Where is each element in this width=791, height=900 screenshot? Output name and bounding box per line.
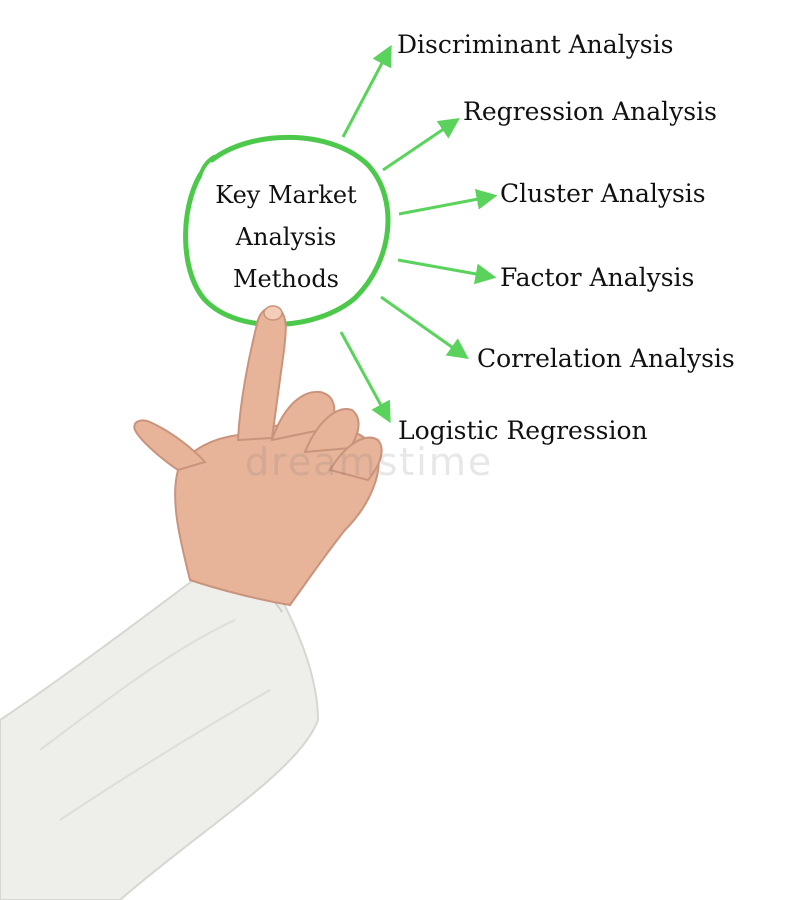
center-topic-line-2: Analysis bbox=[235, 223, 337, 251]
sleeve-icon bbox=[0, 571, 320, 900]
branch-label-correlation-analysis: Correlation Analysis bbox=[477, 344, 735, 373]
center-circle bbox=[183, 134, 391, 327]
arrow-cluster-analysis bbox=[398, 188, 498, 216]
pointing-hand-icon bbox=[133, 305, 383, 607]
center-topic-line-1: Key Market bbox=[215, 181, 357, 209]
arrow-factor-analysis bbox=[397, 258, 497, 285]
center-topic-line-3: Methods bbox=[232, 265, 339, 293]
arrow-correlation-analysis bbox=[380, 295, 469, 360]
branch-label-logistic-regression: Logistic Regression bbox=[398, 416, 648, 445]
arrow-discriminant-analysis bbox=[341, 44, 392, 138]
watermark: dreamstime bbox=[245, 440, 494, 484]
branch-label-regression-analysis: Regression Analysis bbox=[463, 97, 717, 126]
branch-label-discriminant-analysis: Discriminant Analysis bbox=[397, 30, 674, 59]
arrow-logistic-regression bbox=[339, 331, 391, 424]
center-topic: Key Market Analysis Methods bbox=[186, 174, 386, 300]
center-circle-tail bbox=[198, 155, 216, 177]
arrow-regression-analysis bbox=[382, 118, 460, 172]
branch-label-cluster-analysis: Cluster Analysis bbox=[500, 179, 706, 208]
branch-label-factor-analysis: Factor Analysis bbox=[500, 263, 695, 292]
